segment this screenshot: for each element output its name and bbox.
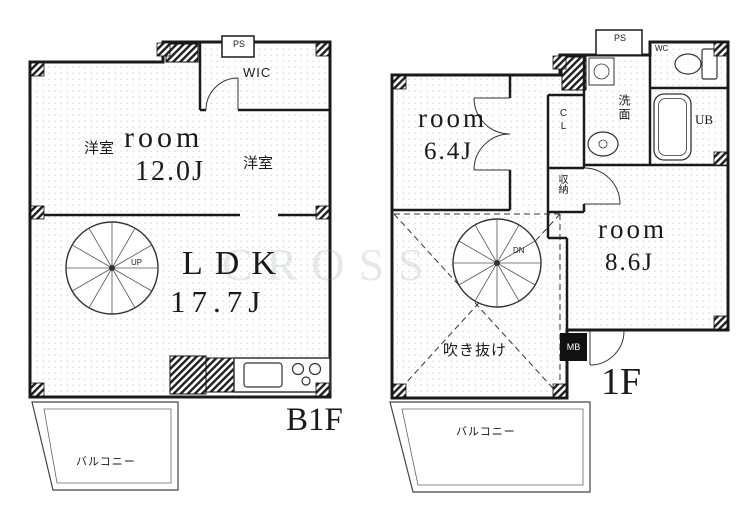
stove-icon	[291, 362, 322, 386]
b1f-bedroom-size-label: 12.0J	[135, 156, 205, 187]
meter-box-label: MB	[566, 342, 581, 352]
f1-stair-direction-label: DN	[513, 246, 525, 255]
sink-icon	[243, 362, 283, 388]
wic-door-arc	[205, 77, 239, 111]
f1-balcony-label: バルコニー	[456, 426, 516, 438]
washroom-label: 洗面	[617, 94, 631, 122]
spiral-staircase-down-icon	[452, 218, 542, 308]
f1-room-a-size-label: 6.4J	[424, 138, 473, 165]
b1f-hatched-ducts	[165, 43, 235, 395]
f1-room-a-word-label: room	[418, 103, 487, 133]
toilet-icon	[674, 48, 718, 80]
b1f-floor-label: B1F	[286, 402, 343, 438]
void-dashed-lines	[393, 213, 561, 397]
bathtub-icon	[653, 93, 692, 161]
b1f-ps-shaft	[221, 35, 255, 58]
b1f-balcony-label: バルコニー	[76, 456, 136, 468]
ldk-size-label: 17.7J	[170, 284, 267, 319]
closet-label: CL	[558, 108, 569, 134]
room-b-door-arc	[583, 167, 621, 205]
f1-room-b-word-label: room	[598, 214, 667, 244]
double-door-arc-top	[473, 97, 511, 135]
b1f-balcony-outline	[31, 401, 179, 491]
unit-bath-label: UB	[695, 112, 714, 127]
b1f-stair-direction-label: UP	[131, 258, 143, 267]
double-door-arc-bottom	[473, 133, 511, 171]
b1f-interior-walls	[30, 42, 330, 217]
washbasin-icon	[587, 131, 619, 157]
b1f-plan	[28, 35, 332, 491]
f1-balcony-outline	[389, 401, 591, 493]
spiral-staircase-up-icon	[65, 221, 159, 315]
f1-room-b-size-label: 8.6J	[605, 249, 654, 276]
f1-plan	[389, 29, 730, 493]
f1-column-markers	[392, 42, 728, 398]
washing-machine-icon	[588, 57, 615, 86]
f1-interior-walls	[392, 42, 728, 330]
b1f-outer-walls	[28, 40, 332, 399]
b1f-bedroom-word-label: room	[124, 121, 204, 154]
b1f-bedroom-jp2-label: 洋室	[243, 155, 274, 172]
kitchen-counter	[233, 357, 331, 393]
meter-box: MB	[560, 333, 587, 361]
ldk-label: LDK	[182, 245, 288, 282]
storage-label: 収納	[556, 174, 567, 194]
void-label: 吹き抜け	[443, 342, 508, 359]
watermark-text: CROSS	[222, 239, 438, 290]
b1f-ps-label: PS	[232, 39, 245, 49]
wc-label: WC	[655, 44, 669, 53]
b1f-column-markers	[30, 42, 330, 397]
b1f-bedroom-jp-label: 洋室	[84, 140, 115, 157]
wic-label: WIC	[243, 65, 272, 80]
f1-floor-label: 1F	[601, 361, 642, 403]
f1-ps-label: PS	[613, 33, 626, 43]
f1-door-arcs	[473, 97, 625, 366]
f1-ps-shaft	[595, 29, 643, 56]
exterior-door-arc	[589, 330, 625, 366]
